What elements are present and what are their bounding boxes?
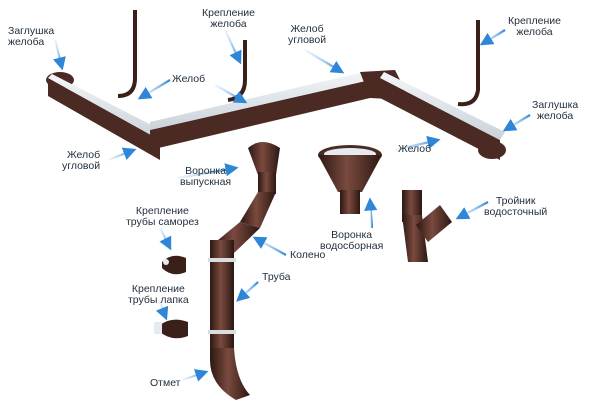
label-otmet: Отмет	[150, 378, 181, 389]
pipe-clamp-screw	[162, 256, 186, 275]
gutter-left-run	[48, 78, 160, 160]
tee-fitting	[402, 190, 452, 262]
arrow-voronka-vodosbornaya	[370, 200, 372, 228]
label-zhelob-right: Желоб	[398, 144, 431, 155]
arrow-kreplenie-top	[225, 30, 240, 62]
pipe-clamp-bracket	[154, 320, 188, 339]
elbow-upper	[240, 192, 276, 228]
gutter-end-cap-right	[478, 141, 506, 159]
arrow-truba	[238, 282, 258, 300]
gutter-bracket-3	[458, 20, 478, 104]
arrow-zhelob-top	[140, 80, 170, 98]
downpipe-outlet	[210, 348, 250, 400]
gutter-bracket-2	[228, 40, 245, 100]
arrow-kreplenie-right	[482, 30, 505, 44]
collector-funnel	[318, 145, 382, 214]
arrow-kreplenie-samorez	[160, 228, 170, 248]
arrow-koleno	[255, 238, 286, 255]
callout-arrows	[55, 30, 530, 380]
arrow-zhelob-uglovoy-top	[305, 50, 342, 72]
arrow-zaglushka-left	[55, 40, 62, 68]
arrow-otmet	[182, 372, 206, 380]
gutter-bracket-1	[118, 10, 135, 96]
arrow-zaglushka-right	[505, 115, 530, 130]
arrow-zhelob-uglovoy-left	[108, 150, 134, 160]
gutter-assembly	[46, 10, 506, 160]
label-truba: Труба	[262, 272, 291, 283]
label-zhelob-top: Желоб	[172, 74, 205, 85]
outlet-funnel	[248, 142, 280, 175]
